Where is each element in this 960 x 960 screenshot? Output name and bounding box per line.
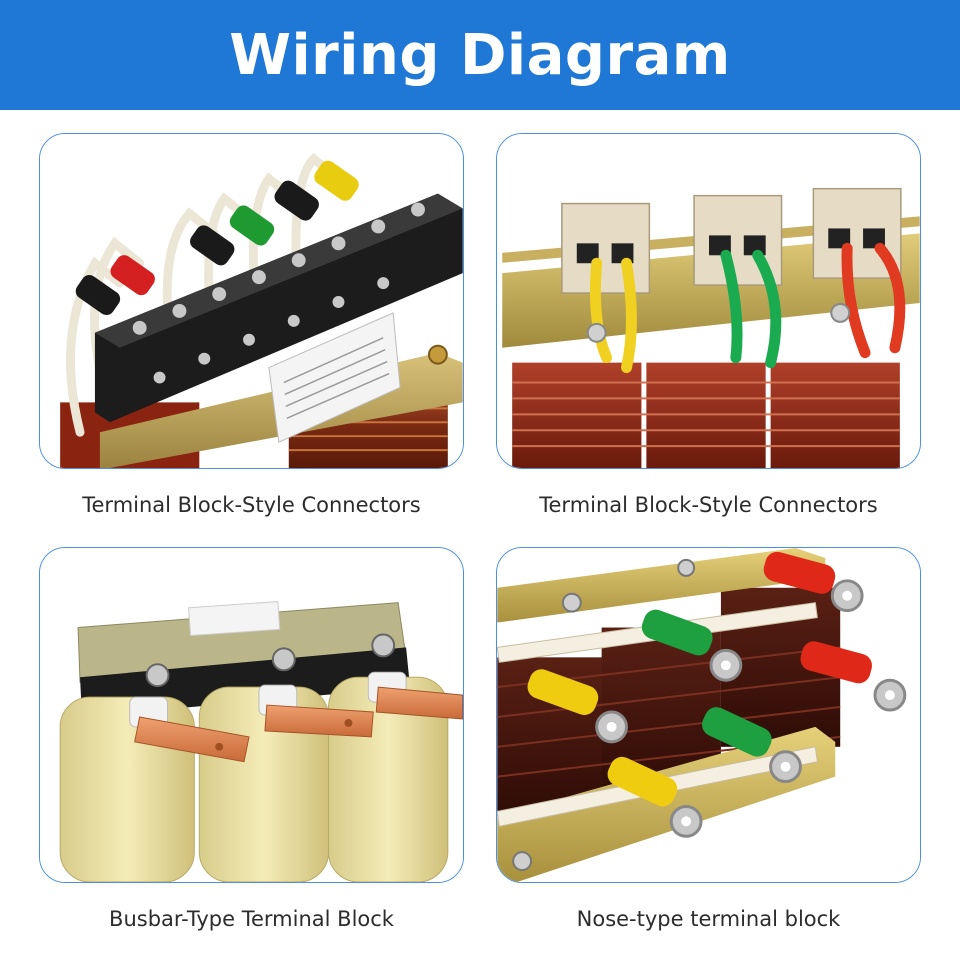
page-title: Wiring Diagram — [229, 22, 731, 88]
reactor-rail-terminal-illustration — [497, 134, 920, 468]
caption-busbar: Busbar-Type Terminal Block — [109, 907, 394, 931]
panel-terminal-strip-image — [39, 133, 464, 469]
panel-busbar-image — [39, 547, 464, 883]
reactor-terminal-strip-illustration — [40, 134, 463, 468]
reactor-busbar-illustration — [40, 548, 463, 882]
panel-rail-terminal-image — [496, 133, 921, 469]
panel-nose-terminal-image — [496, 547, 921, 883]
caption-rail-terminal: Terminal Block-Style Connectors — [539, 493, 878, 517]
caption-terminal-strip: Terminal Block-Style Connectors — [82, 493, 421, 517]
title-banner: Wiring Diagram — [0, 0, 960, 110]
caption-nose-terminal: Nose-type terminal block — [576, 907, 841, 931]
reactor-ring-lug-illustration — [497, 548, 920, 882]
